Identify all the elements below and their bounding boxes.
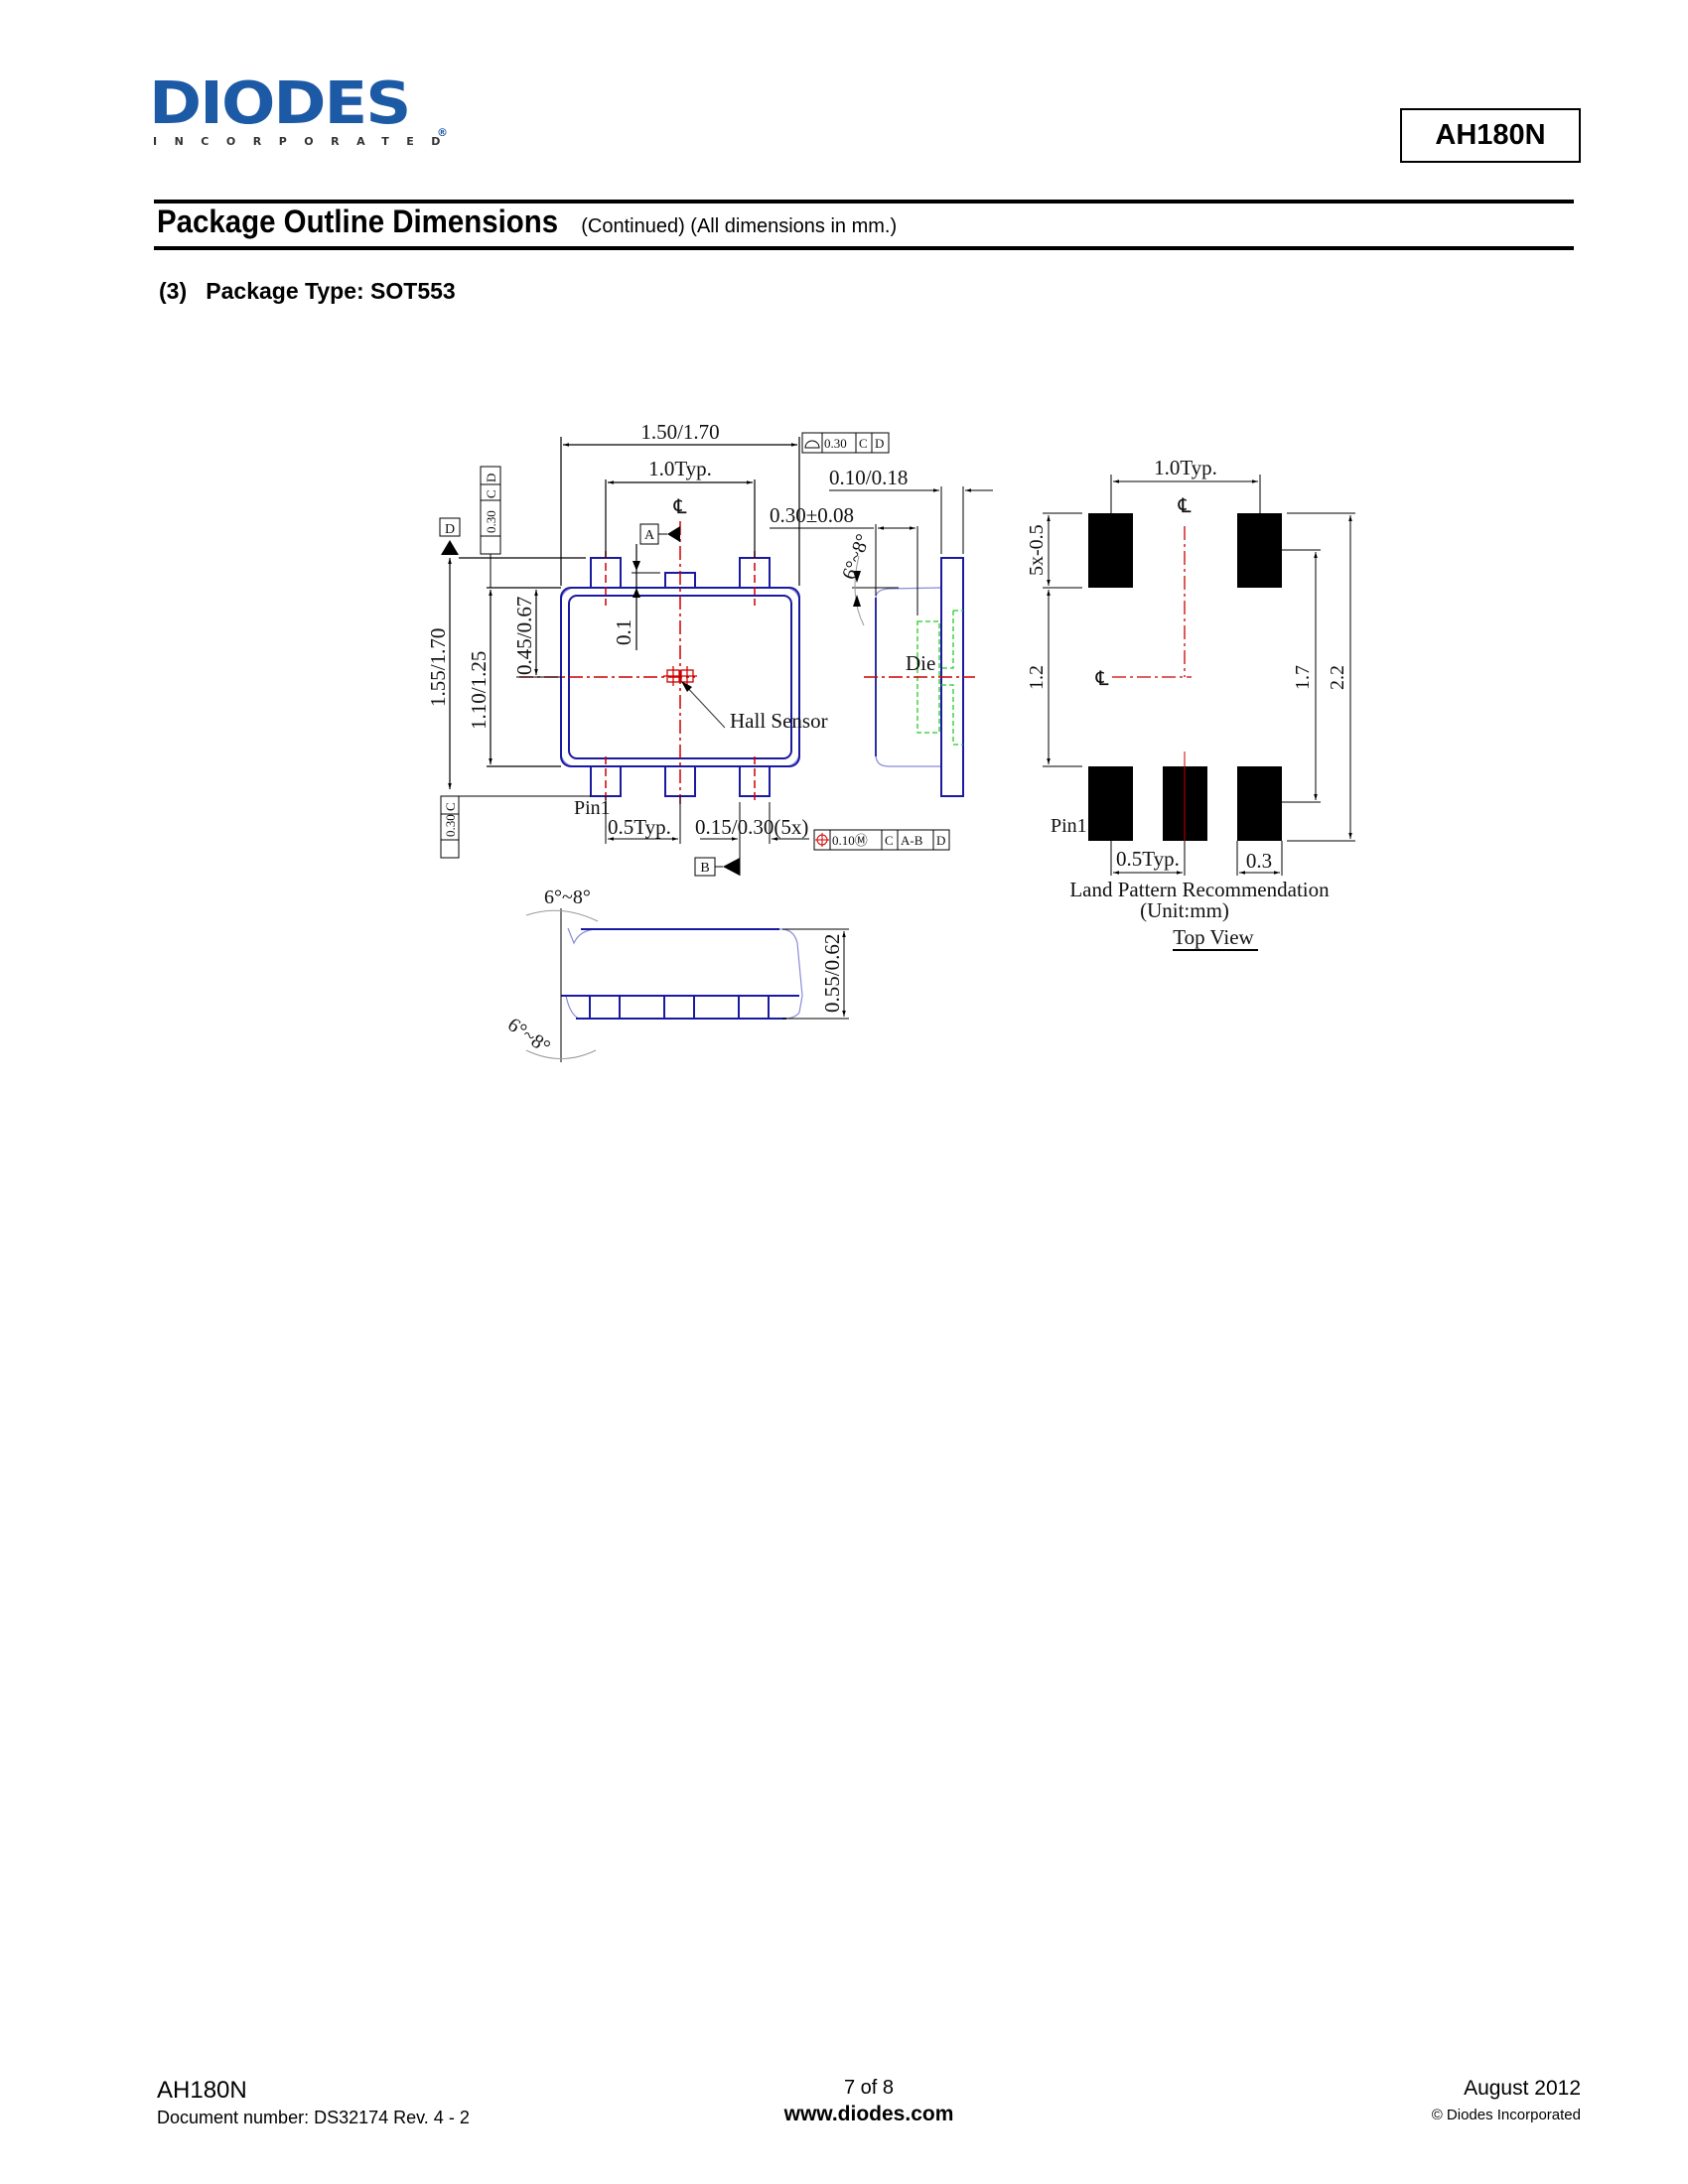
top-view-label: Top View	[1173, 925, 1254, 949]
dim-overall-height: 1.55/1.70	[426, 628, 450, 707]
land-dim-inner-span: 1.7	[1292, 665, 1314, 690]
hall-sensor-icon	[663, 666, 697, 686]
footer-date: August 2012	[1464, 2077, 1581, 2100]
part-number-badge: AH180N	[1400, 108, 1581, 163]
section-title-main: Package Outline Dimensions	[157, 204, 559, 239]
side-draft-angle: 6°~8°	[838, 531, 875, 583]
svg-text:A-B: A-B	[901, 833, 923, 848]
footer-website-link[interactable]: www.diodes.com	[783, 2103, 954, 2125]
land-pattern-unit: (Unit:mm)	[1140, 898, 1229, 922]
land-pattern: ℄ ℄ 1.0Typ. 5x-0.5 1.2 1.7 2.2 Pin1 0.5T…	[1026, 456, 1355, 951]
footer-right: August 2012 © Diodes Incorporated	[1432, 2077, 1581, 2123]
land-pin1-label: Pin1	[1051, 815, 1087, 837]
footer-page-number: 7 of 8	[843, 2077, 895, 2099]
datum-b: B	[700, 861, 709, 876]
footer-copyright: © Diodes Incorporated	[1431, 2107, 1581, 2123]
dim-sensor-offset: 0.45/0.67	[512, 597, 536, 675]
logo-wordmark: DIODES	[149, 69, 411, 138]
svg-text:C: C	[885, 833, 894, 848]
svg-text:C: C	[484, 489, 498, 498]
dim-0-1: 0.1	[612, 619, 635, 645]
svg-text:0.30: 0.30	[443, 814, 458, 837]
package-type-heading: (3) Package Type: SOT553	[159, 278, 456, 305]
land-dim-pitch: 0.5Typ.	[1116, 847, 1180, 871]
dim-end-height: 0.55/0.62	[820, 934, 844, 1013]
footer-document-number: Document number: DS32174 Rev. 4 - 2	[157, 2108, 470, 2127]
svg-text:D: D	[875, 436, 884, 451]
position-tolerance-frame: 0.10Ⓜ C A-B D	[813, 829, 950, 851]
hall-sensor-label: Hall Sensor	[730, 709, 828, 733]
logo-subtext: INCORPORATED	[153, 135, 458, 148]
top-view: Hall Sensor 1.50/1.70 0.30 C D 1.0Typ. ℄…	[426, 420, 950, 877]
title-rule-bottom	[154, 246, 1574, 250]
svg-text:D: D	[936, 833, 945, 848]
land-dim-pad-width: 0.3	[1246, 849, 1272, 873]
footer-part-number: AH180N	[157, 2077, 247, 2104]
centerline-symbol: ℄	[673, 496, 687, 518]
item-label: Package Type: SOT553	[206, 278, 456, 304]
dim-lead-thickness: 0.10/0.18	[829, 466, 908, 489]
dim-overall-width: 1.50/1.70	[640, 420, 719, 444]
footer-left: AH180N Document number: DS32174 Rev. 4 -…	[157, 2077, 470, 2128]
flatness-frame-top: 0.30 C D	[801, 432, 890, 454]
land-dim-pitch-outer: 1.0Typ.	[1154, 456, 1217, 479]
side-view: Die 0.10/0.18 0.30±0.08 6°~8°	[770, 466, 993, 797]
package-outline-drawing: Hall Sensor 1.50/1.70 0.30 C D 1.0Typ. ℄…	[426, 420, 1355, 1062]
dim-die-depth: 0.30±0.08	[770, 503, 854, 527]
datum-a: A	[644, 528, 655, 543]
land-centerline-v: ℄	[1178, 495, 1192, 517]
dim-lead-width: 0.15/0.30(5x)	[695, 815, 808, 839]
end-draft-angle-top: 6°~8°	[544, 887, 591, 908]
land-pattern-caption: Land Pattern Recommendation	[1069, 878, 1330, 901]
dim-lead-pitch-outer: 1.0Typ.	[648, 457, 712, 480]
pin1-label: Pin1	[574, 797, 611, 819]
svg-text:0.10Ⓜ: 0.10Ⓜ	[832, 833, 868, 848]
dim-lead-pitch: 0.5Typ.	[608, 815, 671, 839]
end-draft-angle-bottom: 6°~8°	[503, 1014, 554, 1058]
land-centerline-h: ℄	[1095, 668, 1109, 690]
die-label: Die	[906, 651, 935, 675]
item-number: (3)	[159, 278, 188, 304]
svg-text:0.30: 0.30	[484, 510, 498, 533]
datum-d: D	[445, 522, 455, 537]
flatness-frame-left: D C 0.30	[480, 466, 501, 555]
company-logo: DIODES INCORPORATED ®	[149, 69, 448, 154]
land-dim-gap: 1.2	[1026, 665, 1048, 690]
footer-center: 7 of 8 www.diodes.com	[725, 2077, 1013, 2126]
end-view: 0.55/0.62 6°~8° 6°~8°	[503, 887, 849, 1062]
svg-text:C: C	[859, 436, 868, 451]
section-title: Package Outline Dimensions (Continued) (…	[157, 204, 897, 247]
dim-body-height: 1.10/1.25	[467, 651, 491, 730]
registered-mark: ®	[437, 126, 448, 139]
title-rule-top	[154, 200, 1574, 204]
datum-c: C	[443, 802, 458, 811]
land-dim-outer-span: 2.2	[1327, 665, 1348, 690]
svg-text:0.30: 0.30	[824, 436, 847, 451]
svg-text:D: D	[484, 474, 498, 482]
land-dim-pad-length: 5x-0.5	[1026, 524, 1048, 576]
section-title-sub: (Continued) (All dimensions in mm.)	[581, 215, 898, 237]
